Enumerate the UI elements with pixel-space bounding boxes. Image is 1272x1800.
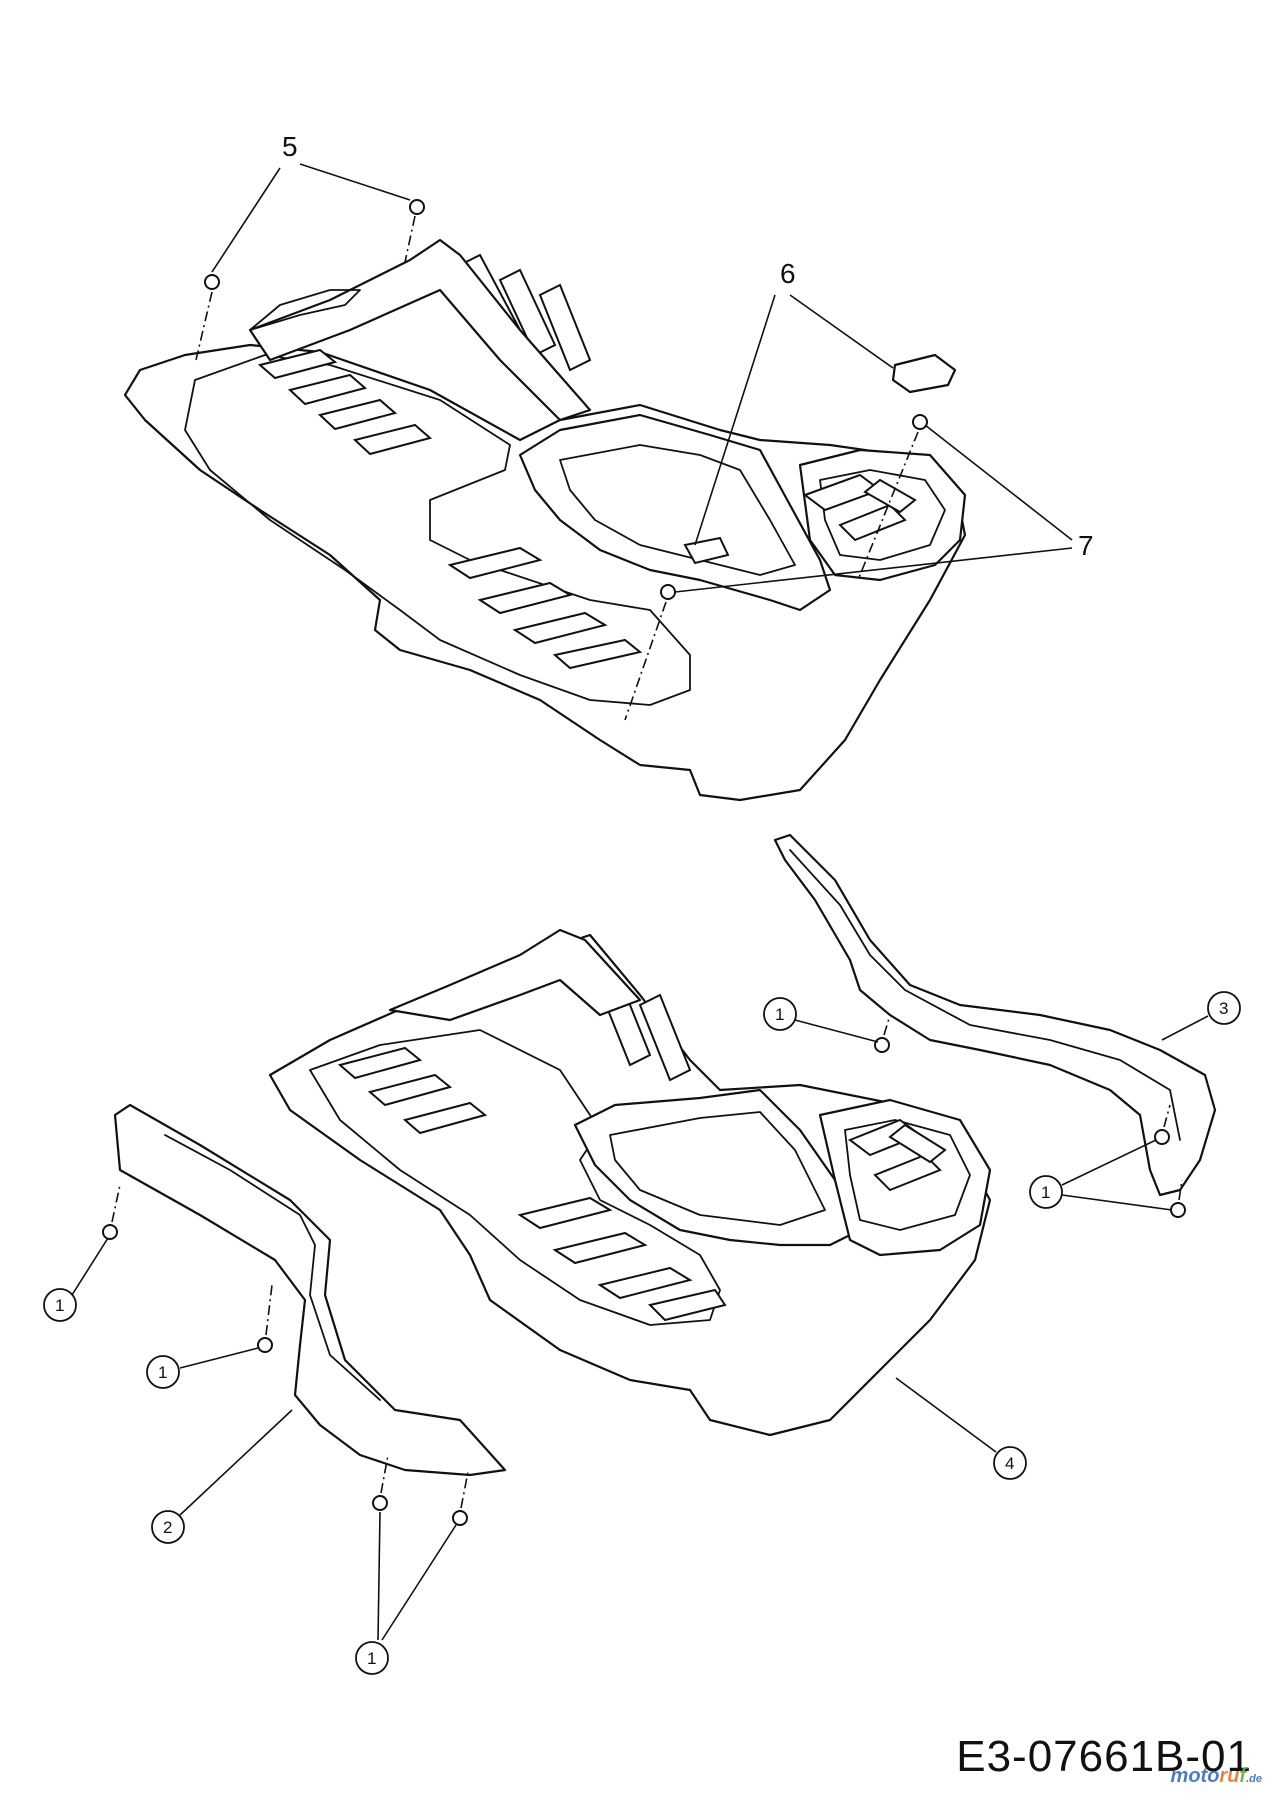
top-seat-tub-inner (559, 444, 796, 576)
watermark-suffix: .de (1246, 1773, 1262, 1785)
fastener-1d (874, 1014, 891, 1053)
callout-6-label: 6 (780, 258, 796, 289)
callout-1-right-top-label: 1 (775, 1005, 784, 1024)
fastener-5b (404, 199, 425, 263)
top-floor-ridges (257, 253, 643, 670)
top-seat-tub (518, 413, 832, 612)
callout-5-label: 5 (282, 131, 298, 162)
callout-1-bottom-label: 1 (367, 1649, 376, 1668)
callout-7-label: 7 (1078, 530, 1094, 561)
callout-2-label: 2 (163, 1518, 172, 1537)
callout-3: 3 (1161, 991, 1241, 1041)
top-body-tray (184, 354, 691, 706)
fastener-7a (857, 414, 928, 581)
callout-1-mid: 1 (146, 1347, 259, 1389)
bottom-body-tray (309, 1029, 721, 1326)
callout-1-left: 1 (43, 1237, 109, 1322)
callout-1-bottom: 1 (355, 1511, 457, 1675)
watermark-part3: f (1239, 1765, 1247, 1787)
part-3-panel-crease (789, 849, 1181, 1141)
bottom-rear-fender-inner (844, 1119, 971, 1231)
watermark-part2: ru (1219, 1765, 1240, 1787)
top-rear-fender-inner (819, 469, 946, 561)
callout-4: 4 (895, 1377, 1027, 1480)
fastener-1b (257, 1284, 273, 1353)
callout-3-label: 3 (1219, 999, 1228, 1018)
callout-1-right-top: 1 (763, 997, 879, 1043)
bottom-body-assembly (268, 928, 992, 1437)
part-3-panel-body (773, 833, 1217, 1197)
callout-4-label: 4 (1005, 1454, 1014, 1473)
callout-5: 5 (211, 131, 411, 273)
fastener-1c (372, 1454, 469, 1526)
callout-1-right-label: 1 (1041, 1183, 1050, 1202)
callout-1-mid-label: 1 (158, 1363, 167, 1382)
fastener-5a (195, 274, 220, 361)
callout-6: 6 (694, 258, 894, 546)
callout-2: 2 (151, 1409, 293, 1544)
fastener-7b (624, 584, 676, 721)
bottom-front-channel (388, 928, 642, 1022)
bottom-seat-tub-inner (609, 1111, 826, 1226)
part-2-panel-crease (164, 1134, 381, 1401)
part-2-side-panel (113, 1103, 507, 1477)
top-front-plate (249, 289, 361, 331)
part-3-side-panel (773, 833, 1217, 1197)
fastener-1e (1154, 1104, 1186, 1218)
watermark-part1: moto (1170, 1765, 1220, 1787)
callout-1-left-label: 1 (55, 1296, 64, 1315)
drawing-code: E3-07661B-01 (956, 1732, 1252, 1781)
top-front-channel (248, 238, 592, 422)
top-rear-pads (802, 473, 917, 542)
bottom-rear-pads (847, 1118, 947, 1192)
fastener-1a (102, 1184, 121, 1240)
part-6-cap (891, 353, 957, 394)
watermark-logo: motoruf.de (1171, 1765, 1262, 1788)
callout-1-right: 1 (1029, 1139, 1173, 1211)
top-body-assembly (123, 238, 967, 802)
callout-7: 7 (674, 424, 1094, 593)
